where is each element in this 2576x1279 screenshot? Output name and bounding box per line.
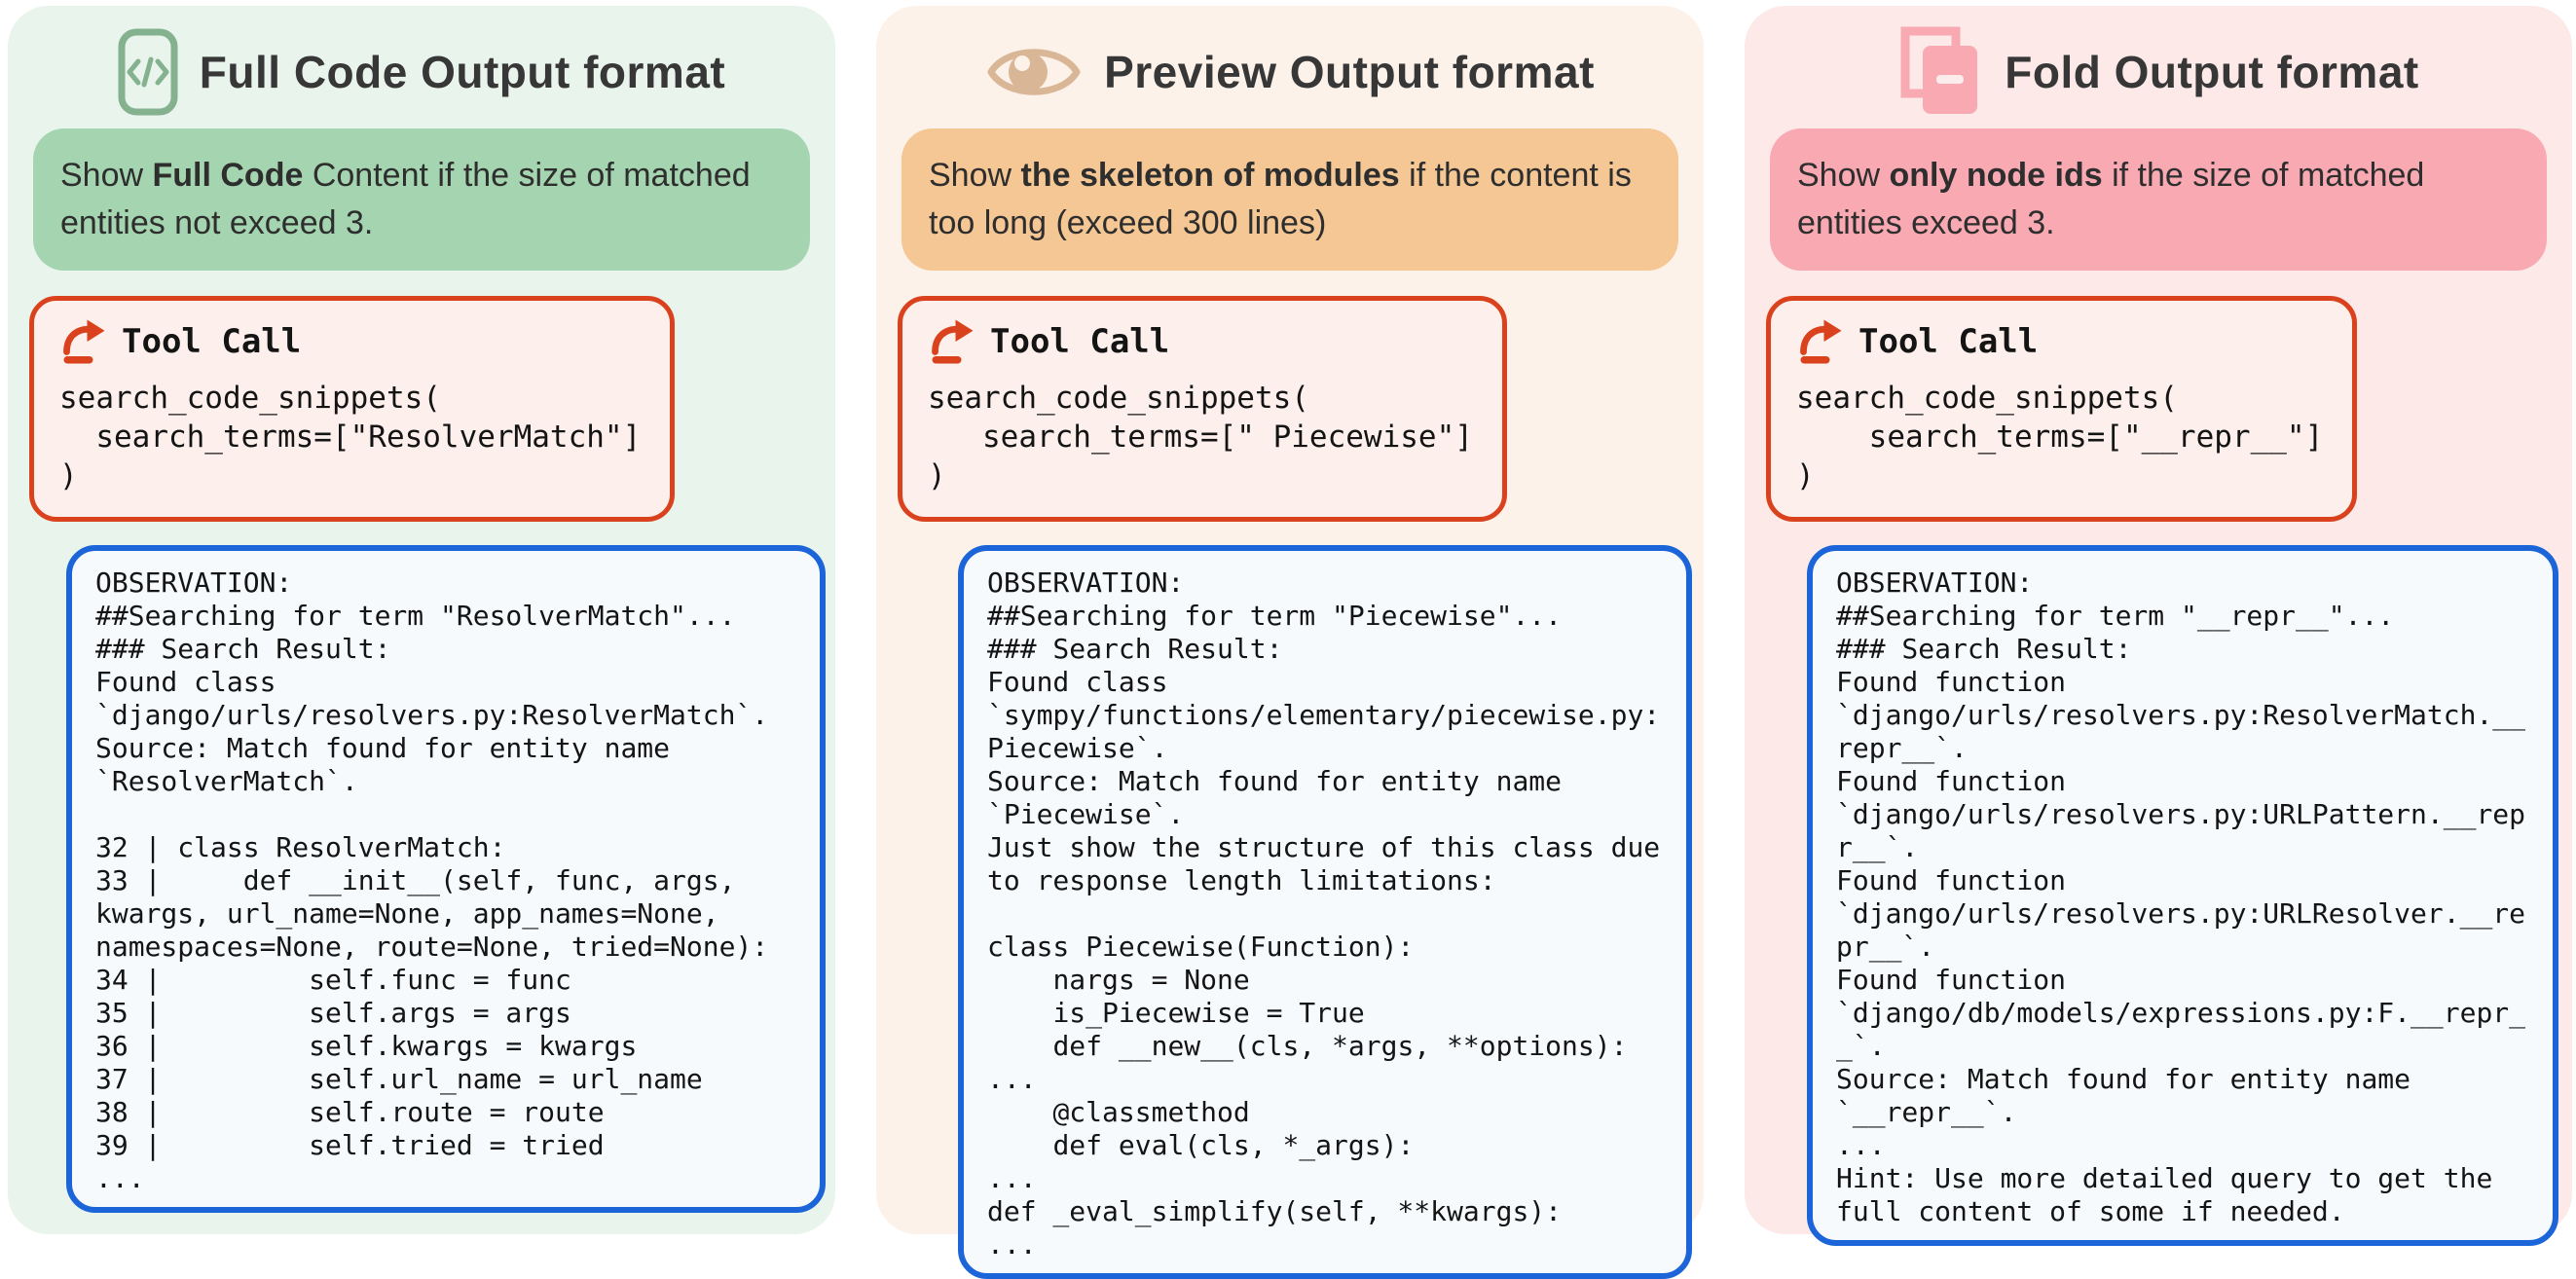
description-bold: Full Code — [152, 157, 304, 194]
panel-preview-header: Preview Output format — [876, 21, 1704, 123]
panel-fold: Fold Output format Show only node ids if… — [1745, 6, 2572, 1246]
observation-box: OBSERVATION: ##Searching for term "__rep… — [1807, 545, 2558, 1246]
tool-call-code: search_code_snippets( search_terms=["Res… — [59, 381, 642, 493]
description-prefix: Show — [60, 157, 153, 194]
panel-description: Show Full Code Content if the size of ma… — [33, 128, 810, 271]
output-format-diagram: Full Code Output format Show Full Code C… — [8, 6, 2572, 1279]
panel-title: Preview Output format — [1104, 47, 1595, 97]
share-arrow-icon — [63, 319, 105, 364]
panel-full-code: Full Code Output format Show Full Code C… — [8, 6, 835, 1234]
panel-title: Fold Output format — [2005, 47, 2419, 97]
tool-call-header: Tool Call — [1796, 318, 2323, 365]
description-prefix: Show — [1797, 157, 1890, 194]
observation-box: OBSERVATION: ##Searching for term "Resol… — [66, 545, 826, 1213]
tool-call-header: Tool Call — [59, 318, 641, 365]
panel-fold-header: Fold Output format — [1745, 21, 2572, 123]
observation-box: OBSERVATION: ##Searching for term "Piece… — [958, 545, 1692, 1279]
share-arrow-icon — [1800, 319, 1842, 364]
tool-call-box: Tool Call search_code_snippets( search_t… — [898, 296, 1507, 522]
description-suffix: Content if the size of matched entities … — [60, 157, 751, 241]
tool-call-header: Tool Call — [928, 318, 1473, 365]
share-arrow-icon — [932, 319, 974, 364]
panel-title: Full Code Output format — [199, 47, 726, 97]
tool-call-box: Tool Call search_code_snippets( search_t… — [29, 296, 676, 522]
tool-call-label: Tool Call — [990, 322, 1170, 361]
pages-icon — [1900, 26, 1978, 114]
panel-preview: Preview Output format Show the skeleton … — [876, 6, 1704, 1279]
code-icon — [118, 28, 178, 116]
description-bold: the skeleton of modules — [1020, 157, 1400, 194]
panel-description: Show the skeleton of modules if the cont… — [902, 128, 1678, 271]
eye-icon — [987, 49, 1081, 95]
panel-description: Show only node ids if the size of matche… — [1770, 128, 2547, 271]
description-bold: only node ids — [1889, 157, 2103, 194]
description-suffix: if the content is too long (exceed 300 l… — [929, 157, 1632, 241]
tool-call-label: Tool Call — [1858, 322, 2039, 361]
description-suffix: if the size of matched entities exceed 3… — [1797, 157, 2425, 241]
tool-call-code: search_code_snippets( search_terms=["__r… — [1796, 381, 2324, 493]
description-prefix: Show — [929, 157, 1021, 194]
panel-full-code-header: Full Code Output format — [8, 21, 835, 123]
tool-call-label: Tool Call — [122, 322, 302, 361]
tool-call-code: search_code_snippets( search_terms=[" Pi… — [928, 381, 1473, 493]
tool-call-box: Tool Call search_code_snippets( search_t… — [1766, 296, 2358, 522]
